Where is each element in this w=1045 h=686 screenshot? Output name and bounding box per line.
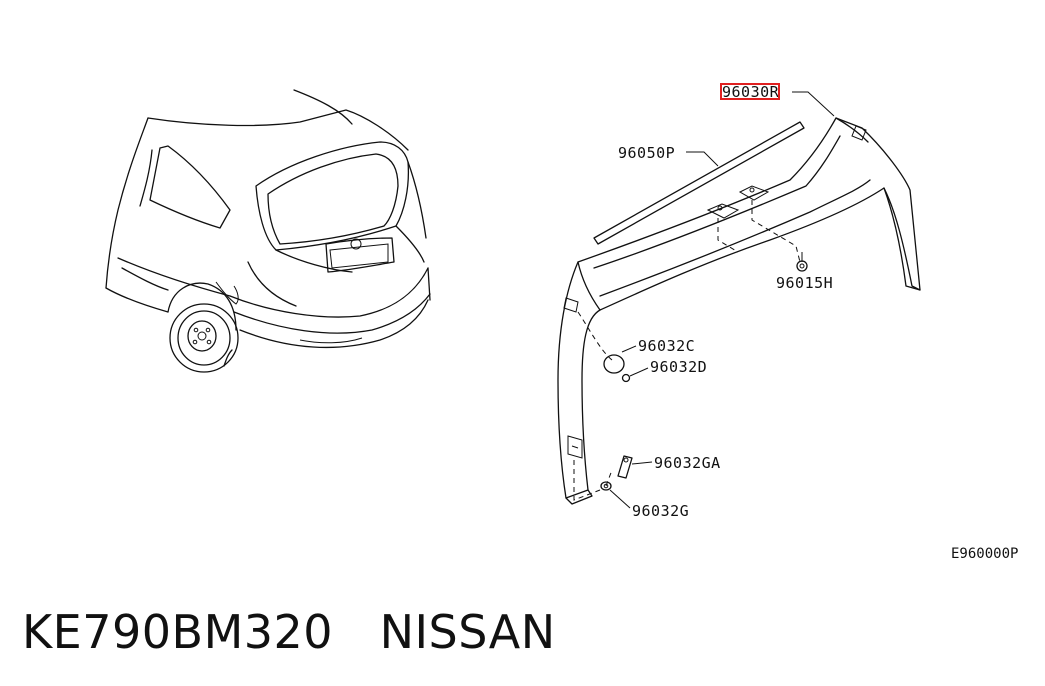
callout-96032g[interactable]: 96032G bbox=[632, 502, 689, 520]
callout-96032ga[interactable]: 96032GA bbox=[654, 454, 721, 472]
rear-spoiler-assembly bbox=[557, 117, 921, 505]
callout-96032c[interactable]: 96032C bbox=[638, 337, 695, 355]
callout-96050p[interactable]: 96050P bbox=[618, 144, 675, 162]
callout-96030r[interactable]: 96030R bbox=[722, 83, 780, 101]
callout-96032d[interactable]: 96032D bbox=[650, 358, 707, 376]
part-number-caption: KE790BM320 NISSAN bbox=[22, 605, 556, 659]
car-rear-view-illustration bbox=[105, 89, 431, 373]
callout-96015h[interactable]: 96015H bbox=[776, 274, 833, 292]
leader-lines bbox=[609, 91, 835, 509]
figure-reference: E960000P bbox=[951, 546, 1018, 562]
highlight-box bbox=[720, 83, 780, 100]
